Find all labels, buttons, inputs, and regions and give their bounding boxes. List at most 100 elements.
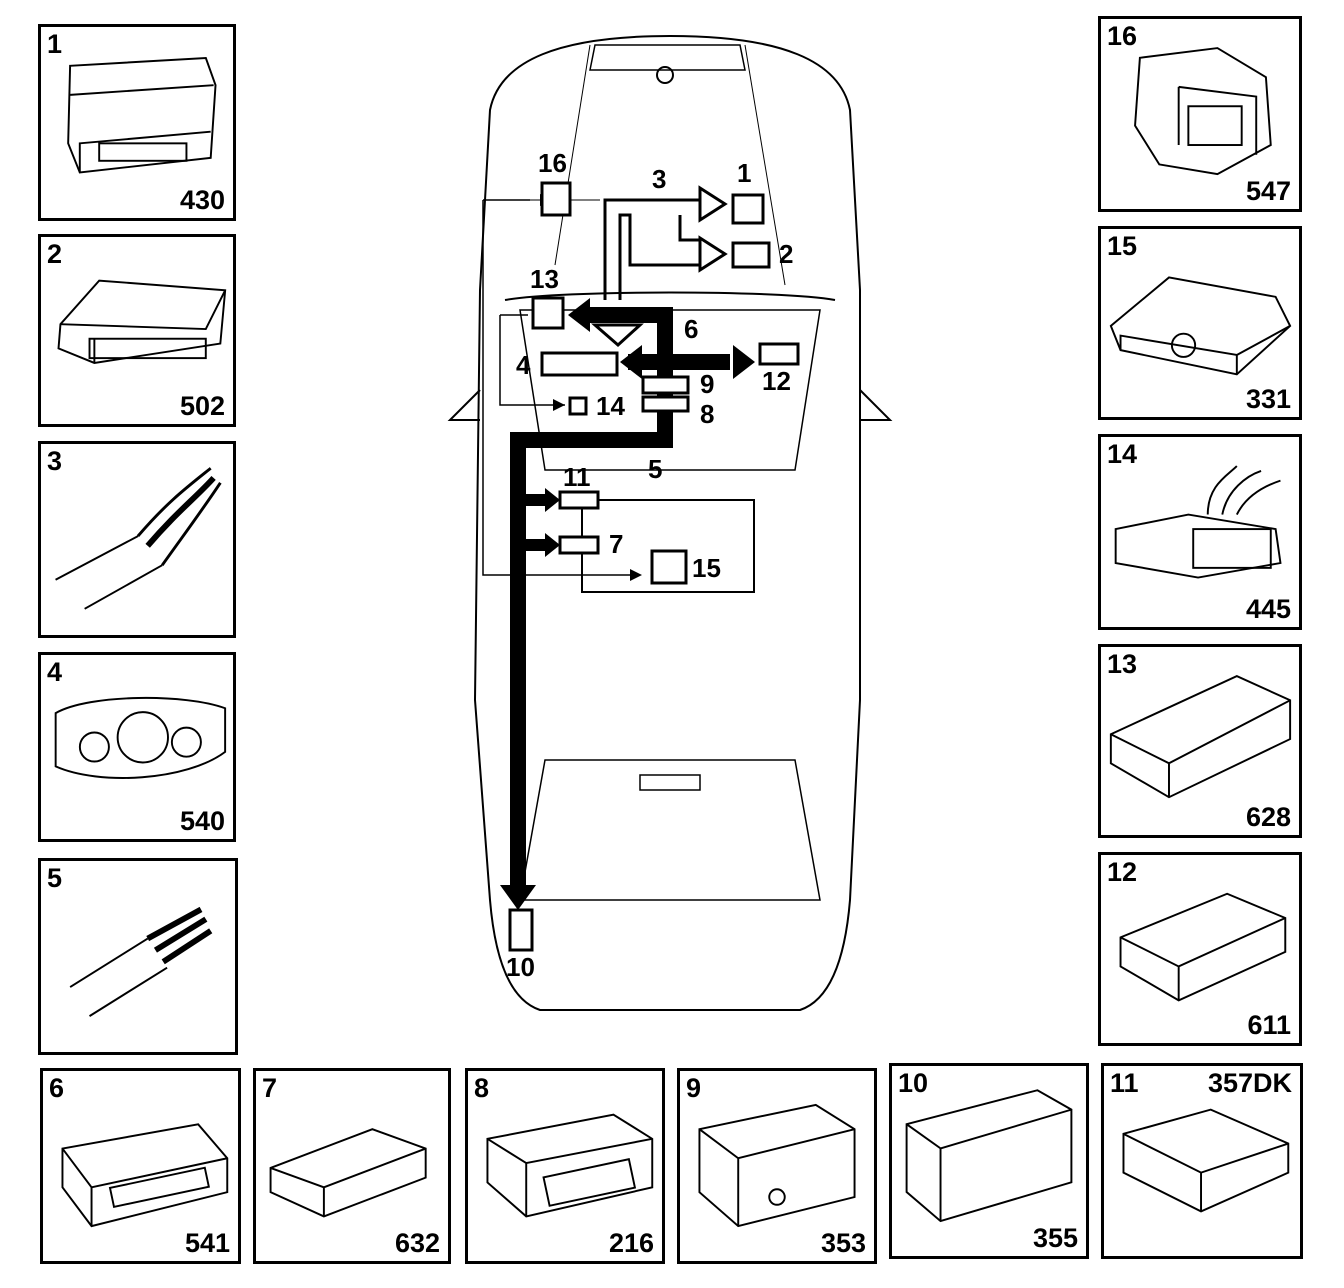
panel-number: 14 (1107, 439, 1138, 469)
module-box-2 (731, 241, 771, 269)
module-box-11 (558, 490, 600, 510)
panel-number: 7 (262, 1073, 278, 1103)
label-3: 3 (652, 164, 666, 194)
component-panel-11: 11 357DK (1101, 1063, 1303, 1259)
label-5: 5 (648, 454, 662, 484)
component-panel-16: 16 547 (1098, 16, 1302, 212)
panel-code: 628 (1245, 802, 1291, 832)
control-module-illustration (57, 279, 227, 364)
module-box-10 (508, 908, 534, 952)
module-box-12 (758, 342, 800, 366)
label-13: 13 (530, 264, 559, 294)
component-panel-5: 5 (38, 858, 238, 1055)
panel-code: 541 (184, 1228, 230, 1258)
panel-code: 353 (820, 1228, 866, 1258)
module-box-13 (531, 296, 565, 330)
module-box-14 (568, 396, 588, 416)
panel-number: 15 (1107, 231, 1138, 261)
panel-number: 11 (1110, 1068, 1139, 1098)
label-4: 4 (516, 350, 531, 380)
label-1: 1 (737, 158, 751, 188)
panel-number: 12 (1107, 857, 1138, 887)
rear-window-outline (519, 759, 821, 901)
sensor-circle (656, 66, 674, 84)
panel-code: 357DK (1207, 1068, 1292, 1098)
bus-5-line (510, 420, 673, 890)
module-box-9 (641, 375, 690, 395)
control-module-illustration (1119, 892, 1287, 1002)
component-panel-15: 15 331 (1098, 226, 1302, 420)
airbag-module-illustration (1109, 276, 1292, 376)
panel-number: 8 (474, 1073, 490, 1103)
panel-number: 13 (1107, 649, 1138, 679)
component-panel-13: 13 628 (1098, 644, 1302, 838)
panel-code: 547 (1245, 176, 1291, 206)
panel-code: 331 (1245, 384, 1291, 414)
car-body-outline (473, 34, 861, 1011)
mirror-left (447, 389, 481, 421)
vehicle-network-diagram: 16 3 1 2 13 6 4 12 9 14 8 5 11 7 15 10 (447, 34, 893, 1011)
module-box-15 (650, 549, 688, 585)
panel-number: 3 (47, 446, 63, 476)
instrument-cluster-illustration (54, 697, 227, 779)
panel-code: 611 (1247, 1010, 1291, 1040)
panel-number: 6 (49, 1073, 65, 1103)
module-box-16 (540, 181, 572, 217)
label-9: 9 (700, 369, 714, 399)
climate-control-illustration (486, 1113, 654, 1218)
component-panel-12: 12 611 (1098, 852, 1302, 1046)
label-10: 10 (506, 952, 535, 982)
component-panel-8: 8 216 (465, 1068, 665, 1264)
component-panel-10: 10 355 (889, 1063, 1089, 1259)
panel-code: 430 (179, 185, 225, 215)
component-panel-7: 7 632 (253, 1068, 451, 1264)
panel-number: 2 (47, 239, 63, 269)
label-7: 7 (609, 529, 623, 559)
component-panel-4: 4 540 (38, 652, 236, 842)
label-12: 12 (762, 366, 791, 396)
bus-3-arrowhead (590, 323, 644, 348)
panel-number: 1 (47, 29, 63, 59)
control-module-illustration (905, 1089, 1073, 1223)
component-panel-14: 14 445 (1098, 434, 1302, 630)
panel-number: 10 (898, 1068, 929, 1098)
label-6: 6 (684, 314, 698, 344)
panel-code: 502 (179, 391, 225, 421)
wire-cable-illustration (55, 467, 222, 610)
control-module-illustration (1122, 1108, 1290, 1213)
panel-code: 632 (394, 1228, 440, 1258)
panel-code: 445 (1245, 594, 1291, 624)
label-16: 16 (538, 148, 567, 178)
label-15: 15 (692, 553, 721, 583)
panel-number: 9 (686, 1073, 702, 1103)
panel-code: 540 (179, 806, 225, 836)
control-module-illustration (269, 1128, 427, 1218)
bus-3-line (603, 198, 700, 300)
panel-code: 355 (1032, 1223, 1078, 1253)
bus-3-arrowhead (698, 185, 728, 223)
bus-6-arrowhead (620, 345, 642, 379)
panel-number: 16 (1107, 21, 1138, 51)
component-panel-2: 2 502 (38, 234, 236, 427)
label-2: 2 (779, 239, 793, 269)
control-module-illustration (67, 57, 217, 174)
label-11: 11 (563, 462, 591, 492)
abs-module-illustration (1134, 47, 1272, 176)
bus-6-arrowhead (733, 345, 755, 379)
module-box-4 (540, 351, 619, 377)
component-panel-6: 6 541 (40, 1068, 241, 1264)
module-box-1 (731, 193, 765, 225)
control-module-illustration (1109, 675, 1292, 799)
component-panel-9: 9 353 (677, 1068, 877, 1264)
label-8: 8 (700, 399, 714, 429)
panel-number: 5 (47, 863, 63, 893)
windshield-outline (519, 309, 821, 471)
panel-code: 216 (608, 1228, 654, 1258)
mirror-right (859, 389, 893, 421)
module-box-7 (558, 535, 600, 555)
module-box-8 (641, 395, 690, 413)
panel-number: 4 (47, 657, 63, 687)
bus-6-arrowhead (568, 298, 590, 332)
audio-unit-illustration (698, 1103, 856, 1228)
radio-unit-illustration (61, 1123, 229, 1228)
